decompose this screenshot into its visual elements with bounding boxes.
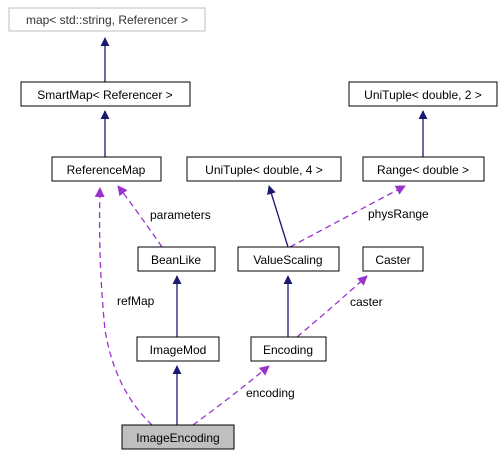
node-label: BeanLike [151, 253, 201, 267]
node-beanlike[interactable]: BeanLike [137, 246, 216, 272]
node-encoding[interactable]: Encoding [250, 336, 327, 362]
node-label: UniTuple< double, 4 > [205, 163, 323, 177]
node-unituple-double-2[interactable]: UniTuple< double, 2 > [348, 81, 498, 107]
edge-encoding-uses-caster [296, 275, 368, 338]
node-caster[interactable]: Caster [362, 246, 424, 272]
edge-label-refmap: refMap [117, 294, 155, 308]
node-label: ReferenceMap [67, 163, 146, 177]
edge-label-caster: caster [350, 295, 383, 309]
edge-imageencoding-uses-referencemap [94, 187, 153, 426]
edge-label-parameters: parameters [150, 208, 211, 222]
edge-label-physrange: physRange [368, 207, 429, 221]
edge-label-encoding: encoding [246, 386, 295, 400]
node-unituple-double-4[interactable]: UniTuple< double, 4 > [186, 156, 342, 182]
node-map-string-referencer[interactable]: map< std::string, Referencer > [8, 7, 206, 32]
node-label: UniTuple< double, 2 > [364, 88, 482, 102]
node-label: Range< double > [377, 163, 469, 177]
node-range-double[interactable]: Range< double > [362, 156, 485, 182]
node-smartmap[interactable]: SmartMap< Referencer > [20, 81, 191, 107]
node-label: ImageEncoding [136, 431, 219, 445]
node-label: Encoding [263, 343, 313, 357]
node-label: ValueScaling [253, 253, 322, 267]
node-valuescaling[interactable]: ValueScaling [237, 246, 340, 272]
node-referencemap[interactable]: ReferenceMap [51, 156, 162, 182]
edge-valuescaling-uses-range [289, 185, 406, 248]
node-label: Caster [375, 253, 410, 267]
node-label: ImageMod [150, 343, 207, 357]
node-label: map< std::string, Referencer > [26, 13, 188, 27]
node-label: SmartMap< Referencer > [37, 88, 172, 102]
node-imageencoding[interactable]: ImageEncoding [121, 424, 235, 450]
edge-valuescaling-to-unituple4 [267, 185, 289, 248]
node-imagemod[interactable]: ImageMod [136, 336, 220, 362]
